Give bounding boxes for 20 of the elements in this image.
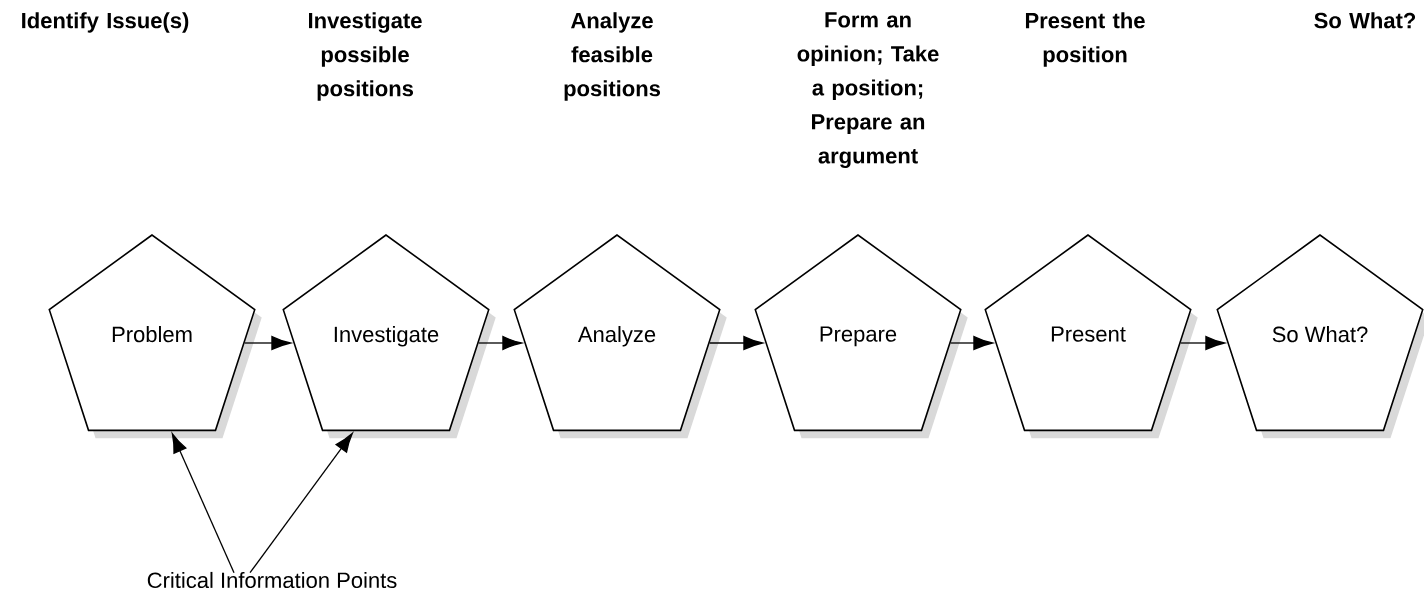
column-heading: Analyze feasible positions bbox=[564, 12, 660, 101]
column-heading: Investigate possible positions bbox=[309, 12, 422, 101]
arrow bbox=[249, 432, 353, 574]
arrow bbox=[1180, 335, 1225, 351]
note-text: Critical Information Points bbox=[147, 571, 397, 589]
column-heading: So What? bbox=[1314, 12, 1416, 29]
arrow bbox=[950, 335, 993, 351]
pentagon: Problem bbox=[48, 234, 262, 439]
arrow bbox=[171, 433, 235, 574]
arrow bbox=[709, 335, 763, 351]
column-heading: Present the position bbox=[1025, 12, 1145, 67]
pentagon: Analyze bbox=[513, 234, 727, 439]
pentagon: Prepare bbox=[754, 234, 968, 439]
pentagon: Investigate bbox=[282, 234, 496, 439]
pentagon: Present bbox=[984, 234, 1198, 439]
arrow bbox=[478, 335, 522, 351]
column-heading: Identify Issue(s) bbox=[22, 12, 189, 33]
arrow bbox=[244, 335, 291, 351]
pentagon: So What? bbox=[1216, 234, 1424, 439]
column-heading: Form an opinion; Take a position; Prepare an argument bbox=[797, 12, 939, 168]
